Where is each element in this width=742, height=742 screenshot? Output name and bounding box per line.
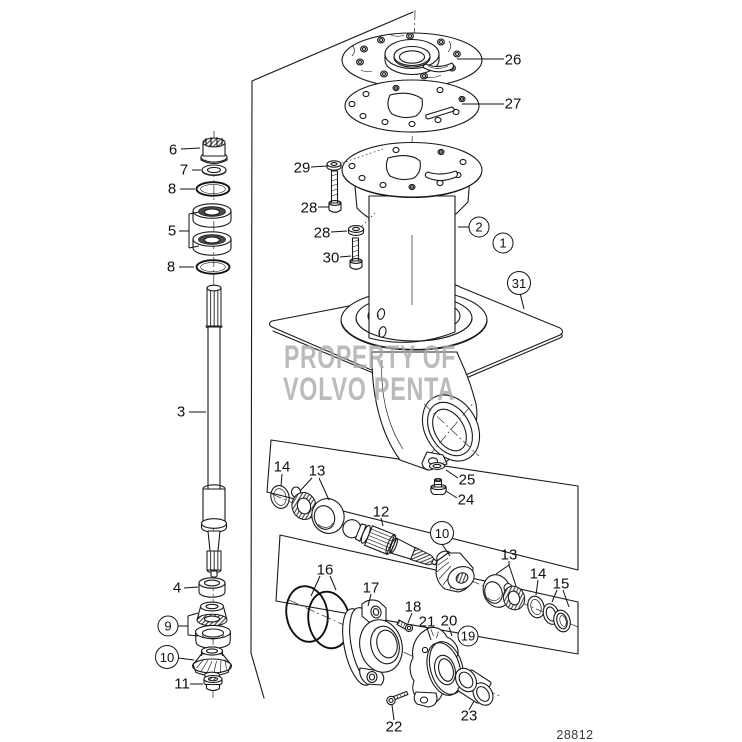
part-23-bushing xyxy=(454,667,494,706)
watermark-line2: VOLVO PENTA xyxy=(283,371,455,407)
part-24-plug-screw xyxy=(430,477,447,496)
part-27-gasket xyxy=(344,79,480,133)
part-4-sleeve xyxy=(198,577,226,598)
part-17-bearing-carrier xyxy=(342,599,403,686)
leader-lines xyxy=(177,58,570,721)
part-14-oring-right xyxy=(527,595,545,619)
watermark-line1: PROPERTY OF xyxy=(284,339,456,375)
watermark: PROPERTY OF VOLVO PENTA xyxy=(283,339,456,407)
part-6-castle-nut xyxy=(200,136,228,165)
part-18-screw xyxy=(396,619,414,633)
part-25-lock-washer xyxy=(428,462,446,470)
part-26-cover-plate xyxy=(341,32,483,88)
part-8-oring-lower xyxy=(195,259,231,275)
part-1-housing-cylinder xyxy=(340,195,488,351)
part-5-bearing-pair xyxy=(192,203,232,256)
part-30-bolt xyxy=(349,237,363,270)
part-29-washer xyxy=(326,160,342,171)
panel-borders xyxy=(250,11,579,699)
part-7-washer xyxy=(201,164,227,177)
bell-housing xyxy=(371,351,481,471)
part-15-seal-pair xyxy=(542,603,571,633)
part-10-bevel-gear-left xyxy=(191,646,233,679)
lower-group-panel xyxy=(275,534,579,655)
part-8-oring-upper xyxy=(195,181,231,197)
part-11-lock-nut xyxy=(203,674,223,692)
drawing-number: 28812 xyxy=(556,728,594,742)
part-9-bearing-set xyxy=(194,601,232,649)
part-13-bearing-cup-left xyxy=(311,498,345,534)
part-14-oring-left xyxy=(270,485,290,509)
part-20-21-cover xyxy=(409,626,465,708)
part-10-bevel-gear-right xyxy=(435,550,475,593)
part-28-washer-lower xyxy=(347,210,378,236)
part-13-bearing-cone-left xyxy=(290,486,317,520)
part-28-bolt-upper xyxy=(328,170,342,213)
housing-top-flange xyxy=(341,141,483,199)
bearing-row-panel xyxy=(266,439,579,571)
cylinder-drain-holes xyxy=(376,308,387,338)
main-panel-border xyxy=(250,11,414,699)
part-12-pinion-shaft xyxy=(342,519,438,566)
part-3-vertical-shaft xyxy=(200,284,228,578)
part-22-bolt xyxy=(386,690,409,706)
part-13-bearing-cone-right xyxy=(502,582,526,611)
